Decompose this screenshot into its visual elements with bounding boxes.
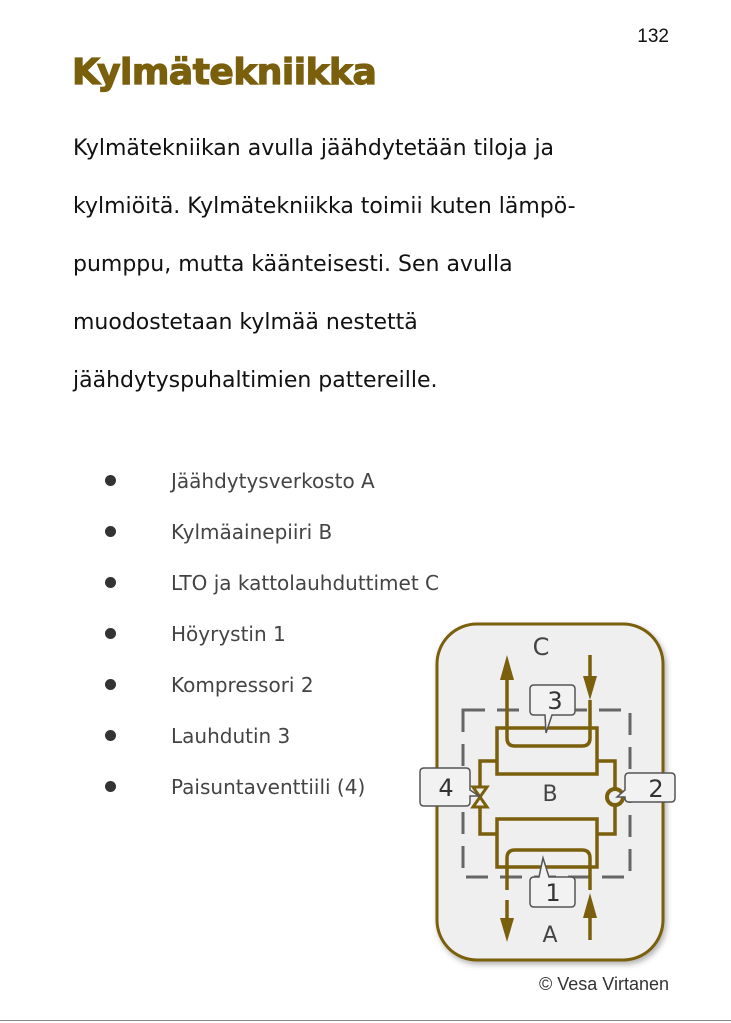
list-item: Jäähdytysverkosto A xyxy=(100,455,439,506)
paragraph-line: muodostetaan kylmää nestettä xyxy=(73,310,418,335)
list-item: Kompressori 2 xyxy=(100,659,439,710)
callout-3-label: 3 xyxy=(547,687,562,715)
page-divider xyxy=(0,1020,731,1021)
list-item: LTO ja kattolauhduttimet C xyxy=(100,557,439,608)
list-item-label: Kompressori 2 xyxy=(171,672,314,697)
page-number: 132 xyxy=(637,26,669,47)
intro-paragraph: Kylmätekniikan avulla jäähdytetään tiloj… xyxy=(73,120,683,410)
component-list: Jäähdytysverkosto A Kylmäainepiiri B LTO… xyxy=(100,455,439,812)
paragraph-line: Kylmätekniikan avulla jäähdytetään tiloj… xyxy=(73,136,555,161)
bullet-icon xyxy=(105,781,116,792)
page-title: Kylmätekniikka xyxy=(71,51,377,93)
paragraph-line: kylmiöitä. Kylmätekniikka toimii kuten l… xyxy=(73,194,576,219)
label-a: A xyxy=(542,923,557,948)
list-item-label: Kylmäainepiiri B xyxy=(171,519,333,544)
list-item: Höyrystin 1 xyxy=(100,608,439,659)
callout-4-label: 4 xyxy=(438,774,453,802)
list-item-label: Höyrystin 1 xyxy=(171,621,286,646)
paragraph-line: pumppu, mutta käänteisesti. Sen avulla xyxy=(73,252,513,277)
arrow-line xyxy=(505,655,592,940)
arrow-up-icon xyxy=(500,655,514,680)
bullet-icon xyxy=(105,730,116,741)
list-item-label: Jäähdytysverkosto A xyxy=(171,468,375,493)
list-item: Kylmäainepiiri B xyxy=(100,506,439,557)
paragraph-line: jäähdytyspuhaltimien pattereille. xyxy=(73,368,438,393)
expansion-valve-icon xyxy=(470,785,490,809)
callout-2 xyxy=(615,772,676,803)
copyright: © Vesa Virtanen xyxy=(538,974,669,994)
callout-1-label: 1 xyxy=(545,879,560,907)
arrow-up-icon xyxy=(583,893,597,918)
list-item-label: Paisuntaventtiili (4) xyxy=(171,774,366,799)
list-item: Lauhdutin 3 xyxy=(100,710,439,761)
bullet-icon xyxy=(105,679,116,690)
callout-3 xyxy=(529,684,576,734)
evaporator-coil xyxy=(505,848,592,890)
list-item-label: Lauhdutin 3 xyxy=(171,723,291,748)
callout-2-label: 2 xyxy=(648,775,663,803)
bullet-icon xyxy=(105,526,116,537)
condenser-coil xyxy=(505,700,592,748)
bullet-icon xyxy=(105,628,116,639)
arrow-down-icon xyxy=(500,918,514,942)
callout-4 xyxy=(419,767,482,807)
label-c: C xyxy=(533,633,550,661)
condenser xyxy=(495,726,599,776)
list-item-label: LTO ja kattolauhduttimet C xyxy=(171,570,440,595)
list-item: Paisuntaventtiili (4) xyxy=(100,761,439,812)
callout-1 xyxy=(529,855,576,908)
label-b: B xyxy=(542,782,557,807)
evaporator xyxy=(495,817,599,869)
bullet-icon xyxy=(105,577,116,588)
arrow-down-icon xyxy=(583,676,597,700)
bullet-icon xyxy=(105,475,116,486)
